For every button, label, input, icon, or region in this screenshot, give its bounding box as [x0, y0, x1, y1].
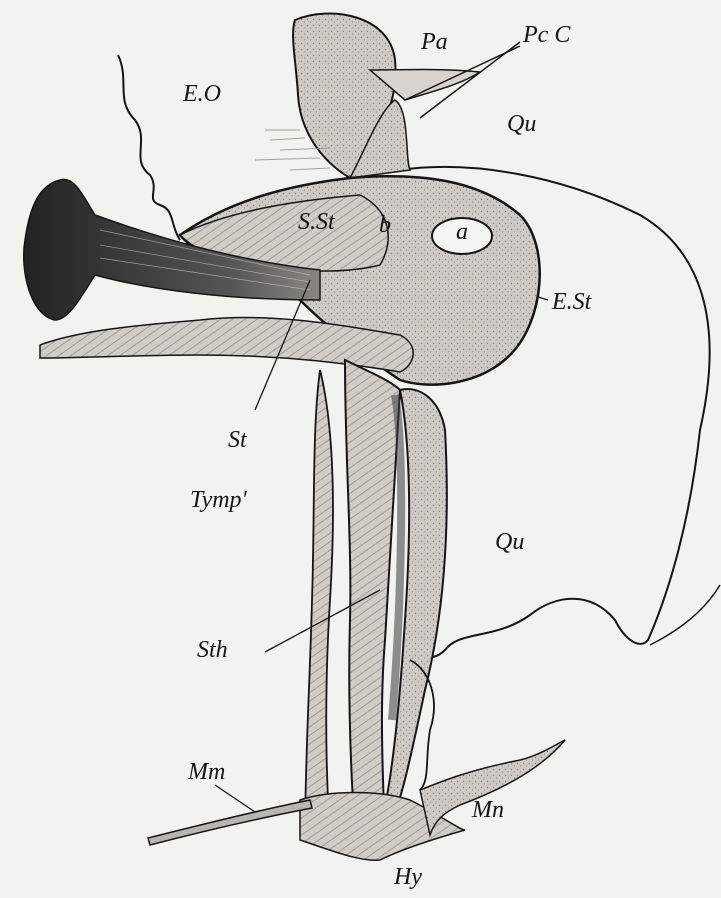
- eo-boundary-line: [118, 55, 180, 240]
- label-tymp: Tymp': [190, 488, 247, 512]
- left-shaft: [305, 370, 333, 840]
- mandible-mm: [148, 800, 312, 845]
- label-mm: Mm: [188, 760, 225, 784]
- label-pa: Pa: [421, 30, 448, 54]
- label-qu-upper: Qu: [507, 112, 536, 136]
- label-eo: E.O: [183, 82, 221, 106]
- label-sth: Sth: [197, 638, 228, 662]
- label-est: E.St: [552, 290, 591, 314]
- label-st: St: [228, 428, 247, 452]
- label-b: b: [379, 213, 391, 237]
- label-pcc: Pc C: [523, 23, 570, 47]
- label-qu-lower: Qu: [495, 530, 524, 554]
- label-sst: S.St: [298, 210, 335, 234]
- label-mn: Mn: [472, 798, 504, 822]
- label-a: a: [456, 220, 468, 244]
- label-hy: Hy: [394, 865, 422, 889]
